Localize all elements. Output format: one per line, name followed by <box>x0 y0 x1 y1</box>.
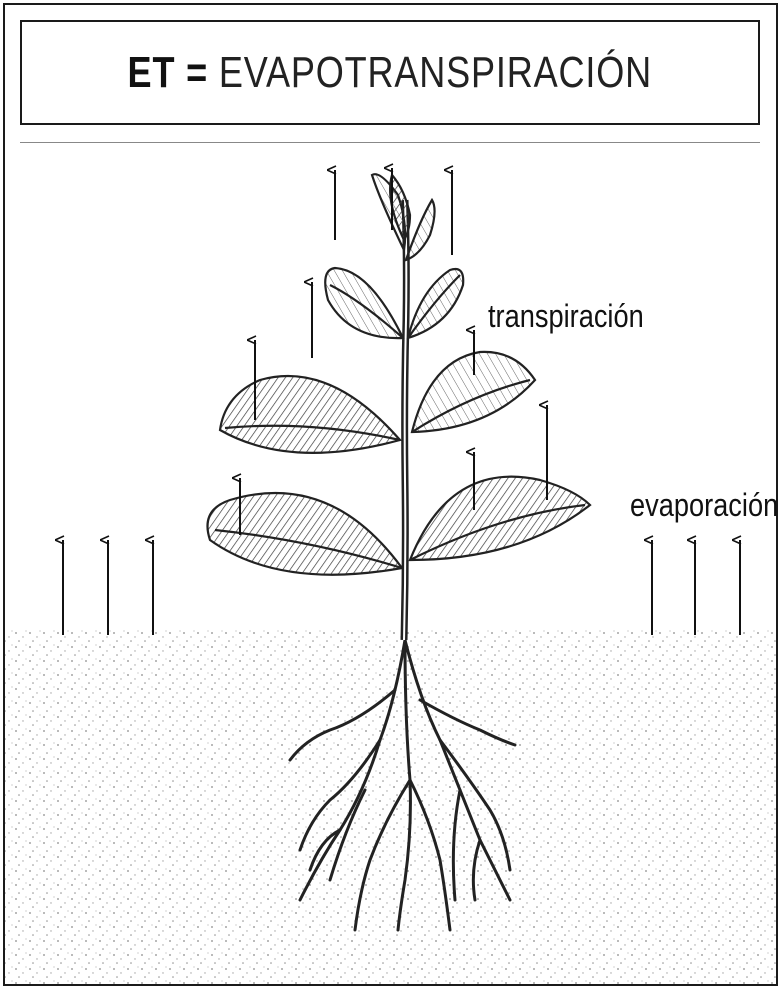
leaf-top-center <box>390 175 410 240</box>
leaf-top-right <box>406 200 435 260</box>
soil <box>5 628 778 984</box>
leaves <box>208 174 591 575</box>
leaf-mid-left <box>220 376 400 453</box>
evaporation-label: evaporación <box>630 487 778 524</box>
leaf-lower-left <box>208 493 403 575</box>
transpiration-label: transpiración <box>488 298 644 335</box>
